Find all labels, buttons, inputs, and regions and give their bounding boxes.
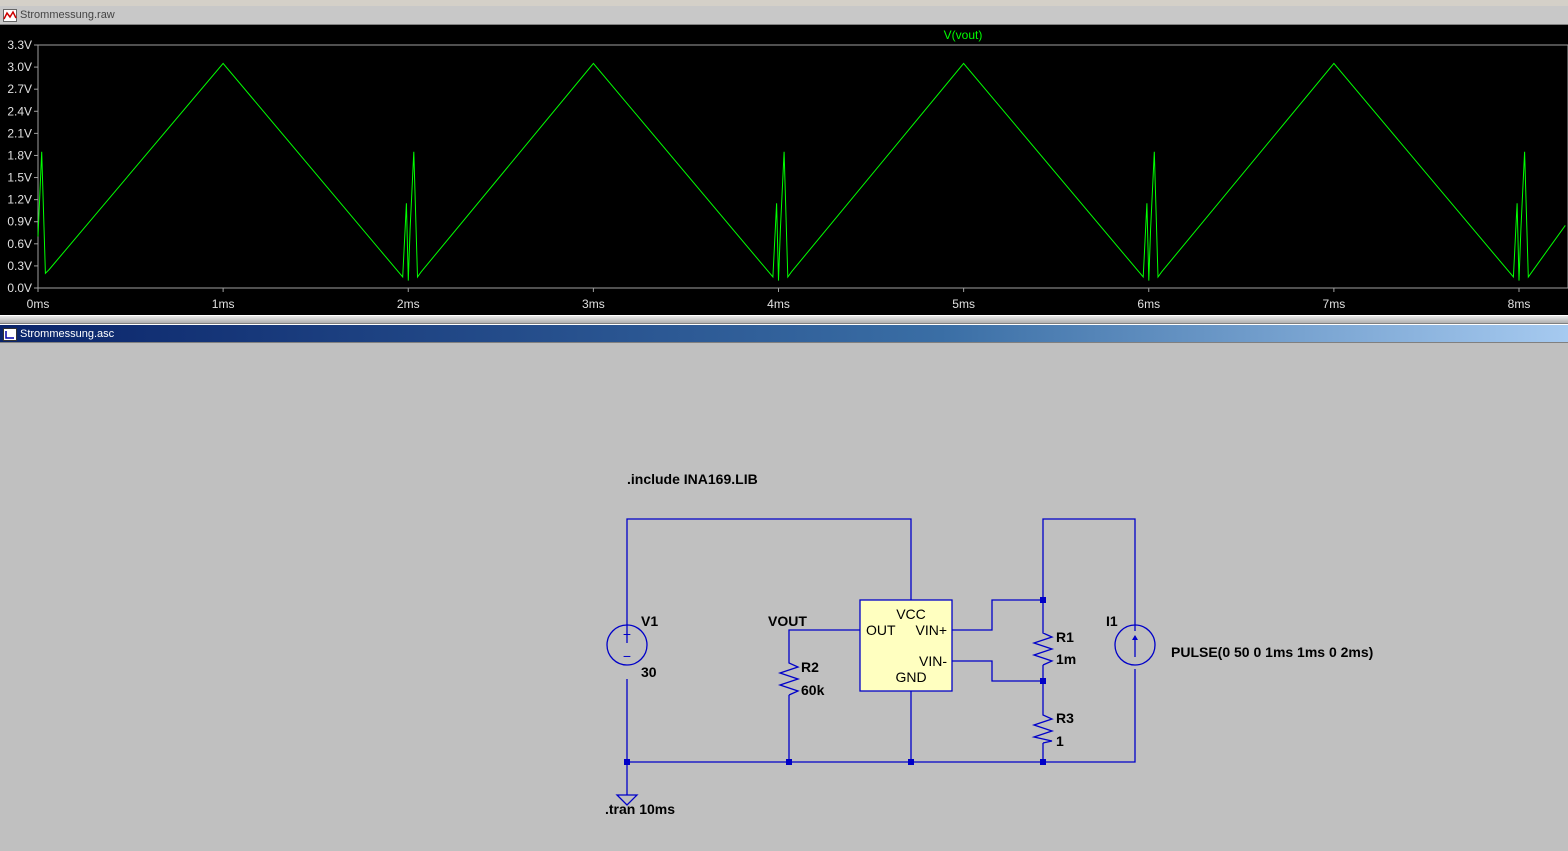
y-tick-label: 1.8V <box>7 148 32 162</box>
r3-name[interactable]: R3 <box>1056 710 1074 726</box>
r1-name[interactable]: R1 <box>1056 629 1074 645</box>
resistor-r3[interactable] <box>1031 711 1055 744</box>
v1-name[interactable]: V1 <box>641 613 658 629</box>
resistor-r2[interactable] <box>777 659 801 696</box>
trace-label-vout[interactable]: V(vout) <box>944 28 983 42</box>
wire-source-top <box>1042 518 1136 631</box>
current-source-i1[interactable] <box>1114 624 1156 666</box>
waveform-chart[interactable]: V(vout) 3.3V 3.0V 2.7V 2.4V 2.1V 1.8V 1.5V 1.2V… <box>0 25 1568 315</box>
schematic-window-title: Strommessung.asc <box>20 328 115 340</box>
x-tick-label: 7ms <box>1323 297 1346 311</box>
y-tick-label: 0.0V <box>7 281 32 295</box>
x-tick-label: 0ms <box>27 297 50 311</box>
mdi-top-strip <box>0 0 1568 6</box>
directive-tran[interactable]: .tran 10ms <box>605 801 675 817</box>
r3-value[interactable]: 1 <box>1056 733 1064 749</box>
svg-text:+: + <box>623 626 631 642</box>
wire-vcc <box>626 518 912 643</box>
schematic-drawing[interactable]: + − V1 30 R2 60k VOUT VCC OUT VIN+ VIN- … <box>0 343 1568 846</box>
y-tick-label: 2.7V <box>7 82 32 96</box>
ic-pin-vinp: VIN+ <box>915 622 947 638</box>
ic-pin-gnd: GND <box>895 669 926 685</box>
y-tick-label: 2.4V <box>7 104 32 118</box>
resistor-r1[interactable] <box>1031 629 1055 666</box>
plot-frame <box>37 44 1568 289</box>
x-tick-label: 2ms <box>397 297 420 311</box>
x-tick-label: 1ms <box>212 297 235 311</box>
voltage-source-v1[interactable]: + − <box>606 624 648 666</box>
net-label-vout[interactable]: VOUT <box>768 613 807 629</box>
ic-pin-vcc: VCC <box>896 606 926 622</box>
waveform-window-icon <box>3 9 17 22</box>
chart-axes: 3.3V 3.0V 2.7V 2.4V 2.1V 1.8V 1.5V 1.2V 0.9V 0.6V… <box>7 38 1568 311</box>
pane-splitter[interactable] <box>0 315 1568 324</box>
junctions <box>624 597 1046 765</box>
y-tick-label: 0.3V <box>7 259 32 273</box>
wire-ground <box>626 669 1136 763</box>
ic-ina169[interactable] <box>859 599 953 692</box>
ic-pin-out: OUT <box>866 622 896 638</box>
svg-text:−: − <box>623 648 631 664</box>
directive-include[interactable]: .include INA169.LIB <box>627 471 758 487</box>
waveform-window-titlebar[interactable]: Strommessung.raw <box>0 6 1568 25</box>
x-tick-label: 8ms <box>1508 297 1531 311</box>
wire-vinp <box>952 599 1044 631</box>
y-tick-label: 0.6V <box>7 237 32 251</box>
wires <box>626 518 1136 795</box>
y-tick-label: 3.0V <box>7 60 32 74</box>
y-tick-label: 1.2V <box>7 193 32 207</box>
y-tick-label: 0.9V <box>7 215 32 229</box>
series-line-vout[interactable] <box>37 62 1566 281</box>
schematic-canvas[interactable]: + − V1 30 R2 60k VOUT VCC OUT VIN+ VIN- … <box>0 343 1568 846</box>
ic-pin-vinm: VIN- <box>919 653 947 669</box>
r2-value[interactable]: 60k <box>801 682 825 698</box>
waveform-window-title: Strommessung.raw <box>20 9 115 21</box>
wire-vout <box>788 629 860 659</box>
x-tick-label: 6ms <box>1137 297 1160 311</box>
schematic-window-titlebar[interactable]: Strommessung.asc <box>0 324 1568 343</box>
waveform-plot-pane[interactable]: V(vout) 3.3V 3.0V 2.7V 2.4V 2.1V 1.8V 1.5V 1.2V… <box>0 25 1568 315</box>
r1-value[interactable]: 1m <box>1056 651 1076 667</box>
wire-vinm <box>952 660 1043 682</box>
x-tick-label: 3ms <box>582 297 605 311</box>
x-tick-label: 5ms <box>952 297 975 311</box>
schematic-window-icon <box>3 328 17 341</box>
v1-value[interactable]: 30 <box>641 664 657 680</box>
x-tick-label: 4ms <box>767 297 790 311</box>
y-tick-label: 1.5V <box>7 171 32 185</box>
chart-trace-group <box>37 62 1566 281</box>
r2-name[interactable]: R2 <box>801 659 819 675</box>
i1-name[interactable]: I1 <box>1106 613 1118 629</box>
y-tick-label: 3.3V <box>7 38 32 52</box>
i1-value[interactable]: PULSE(0 50 0 1ms 1ms 0 2ms) <box>1171 644 1373 660</box>
ground-icon[interactable] <box>615 794 639 806</box>
y-tick-label: 2.1V <box>7 126 32 140</box>
